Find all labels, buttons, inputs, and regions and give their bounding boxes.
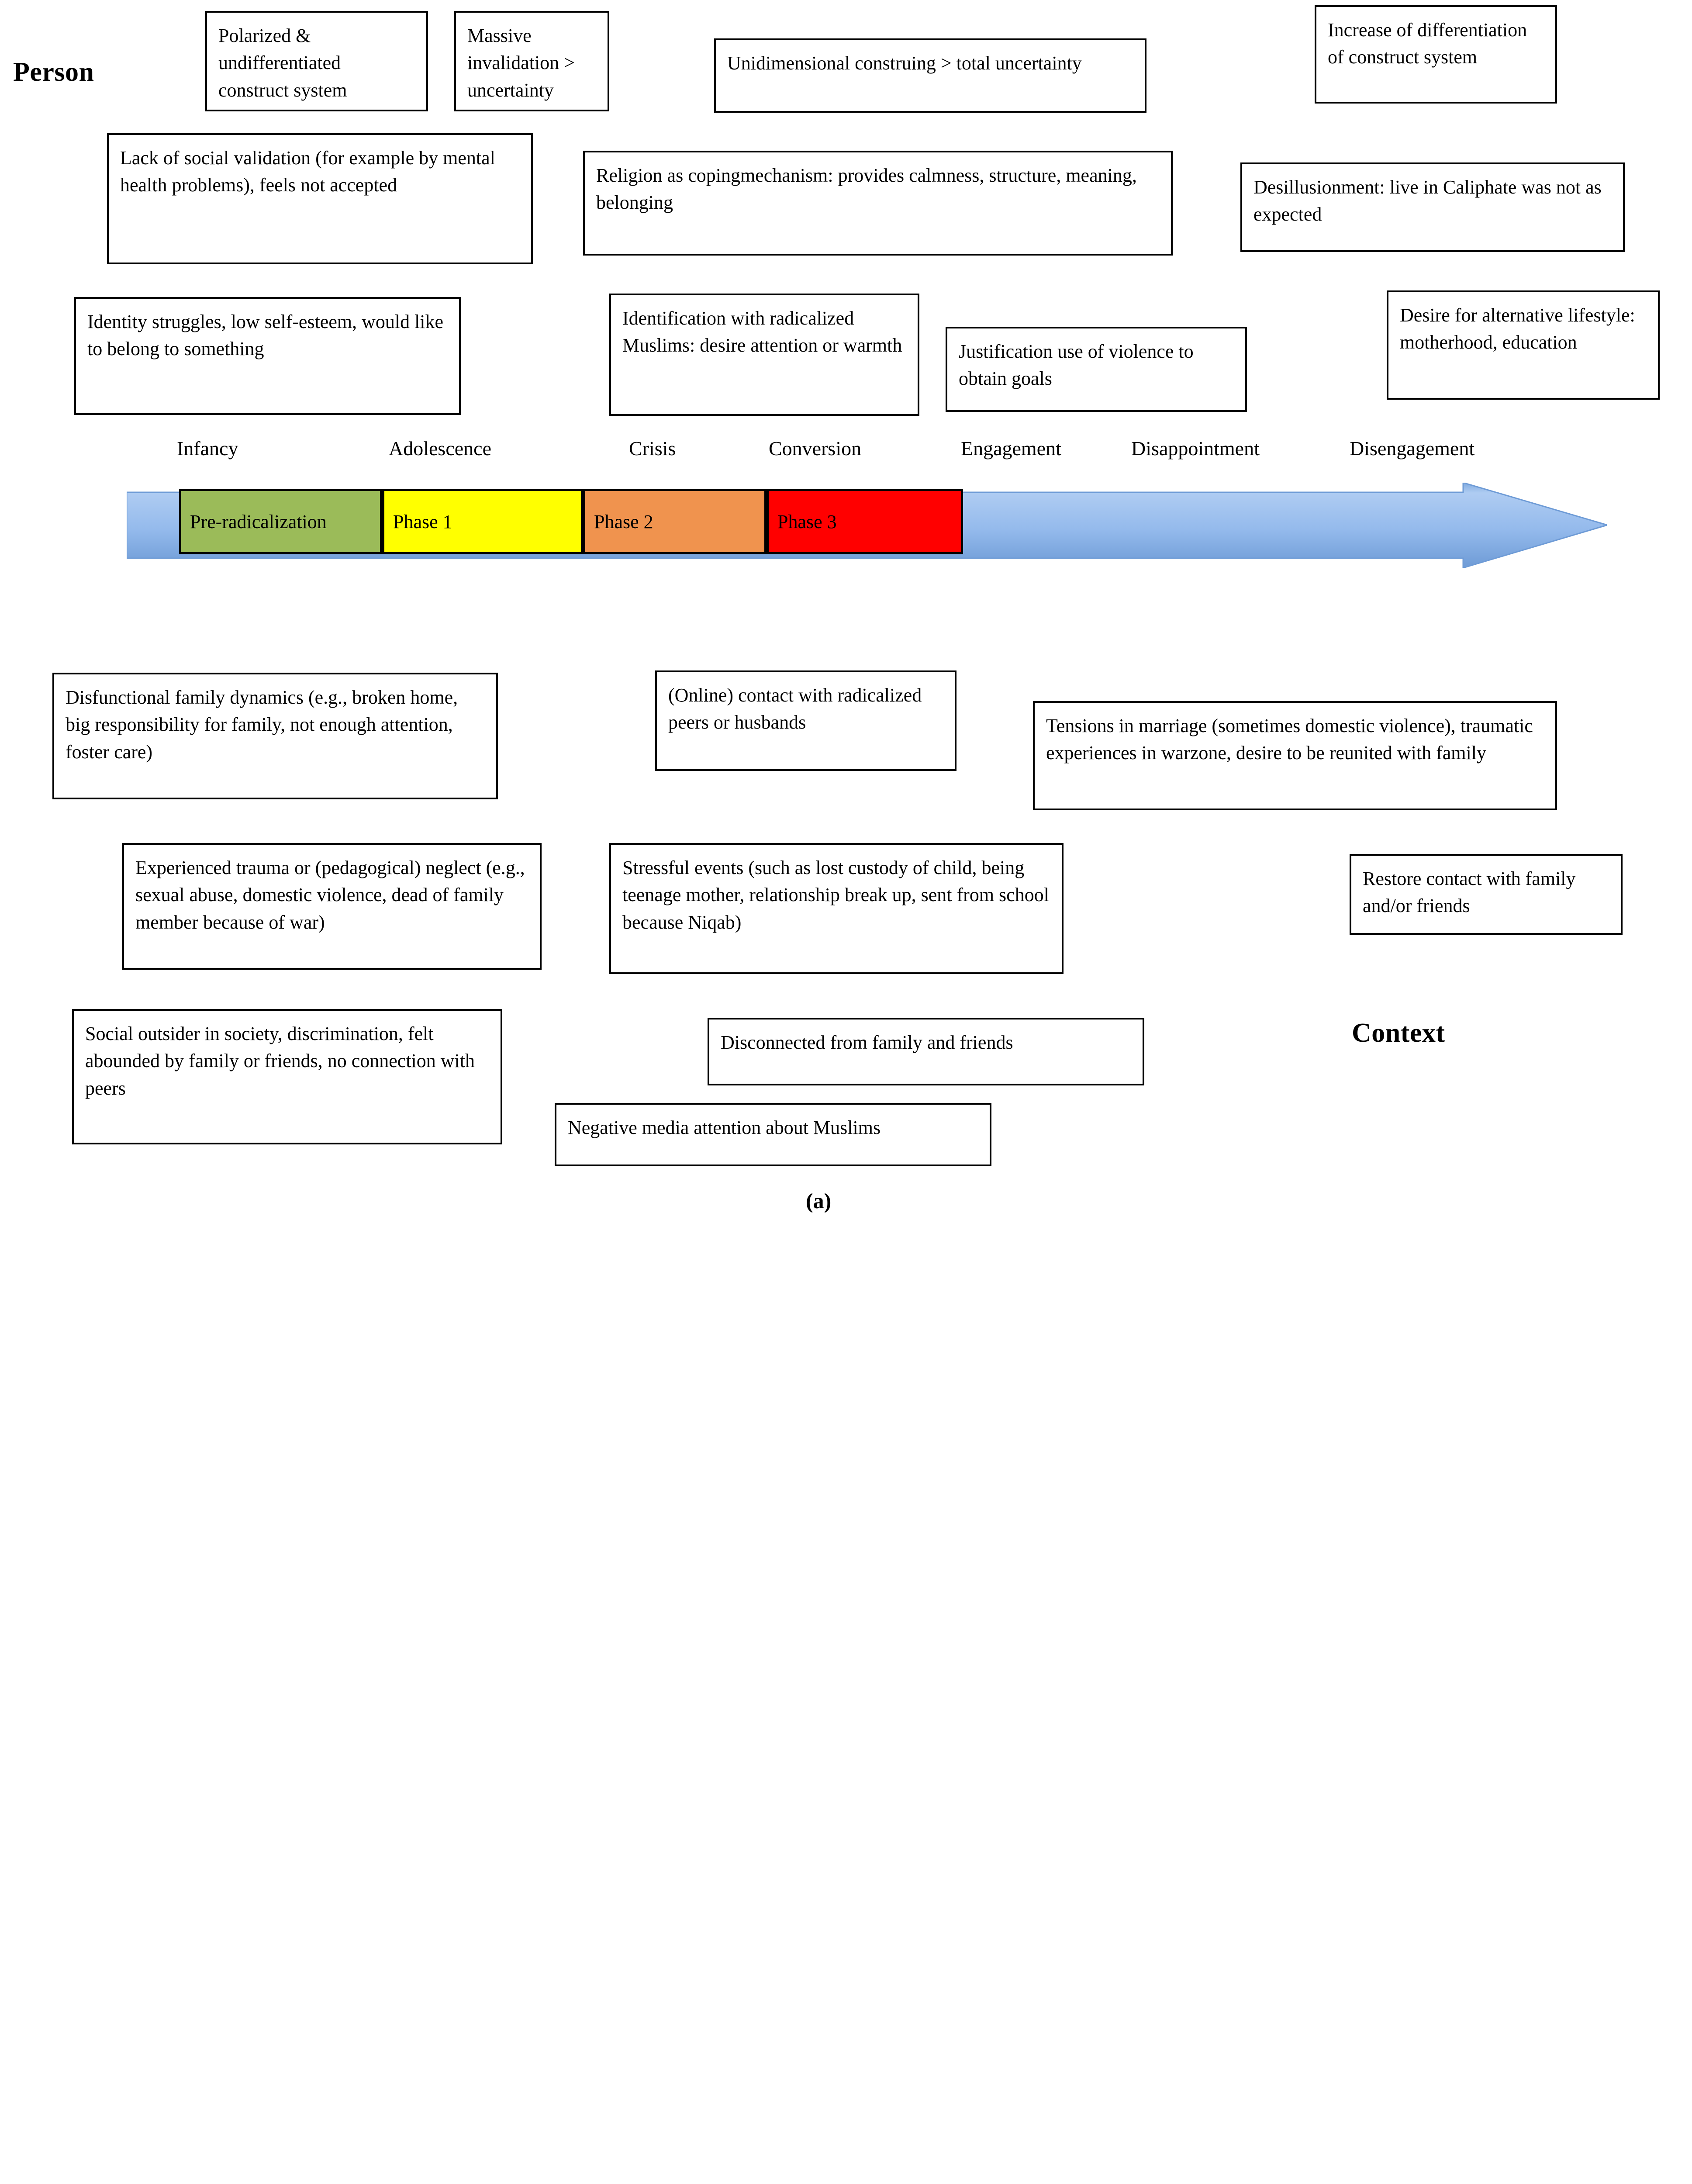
timeline-tick-disappointment: Disappointment xyxy=(1131,437,1260,460)
timeline-segment-pre-radicalization: Pre-radicalization xyxy=(179,489,382,554)
panel-a: Person Polarized & undifferentiated cons… xyxy=(13,5,1660,1213)
timeline-segment-phase-3: Phase 3 xyxy=(767,489,963,554)
timeline-tick-engagement: Engagement xyxy=(961,437,1061,460)
person-box-justification-violence: Justification use of violence to obtain … xyxy=(946,327,1247,412)
panel-a-person-label: Person xyxy=(13,57,94,87)
context-box-disfunctional-family-dynamics: Disfunctional family dynamics (e.g., bro… xyxy=(52,673,498,799)
context-box-disconnected-from-family: Disconnected from family and friends xyxy=(708,1018,1144,1085)
person-box-religion-coping: Religion as copingmechanism: provides ca… xyxy=(583,151,1173,256)
timeline-tick-infancy: Infancy xyxy=(177,437,238,460)
timeline-tick-crisis: Crisis xyxy=(629,437,676,460)
person-box-desillusionment: Desillusionment: live in Caliphate was n… xyxy=(1240,162,1625,252)
context-box-social-outsider: Social outsider in society, discriminati… xyxy=(72,1009,502,1144)
panel-b: Person Polarized & undifferentiated cons… xyxy=(0,1223,1692,2184)
person-box-unidimensional-construing: Unidimensional construing > total uncert… xyxy=(714,38,1146,113)
person-box-lack-social-validation: Lack of social validation (for example b… xyxy=(107,133,533,264)
timeline-segment-phase-2: Phase 2 xyxy=(583,489,767,554)
context-box-negative-media-attention: Negative media attention about Muslims xyxy=(555,1103,991,1166)
timeline-tick-conversion: Conversion xyxy=(769,437,862,460)
timeline-tick-adolescence: Adolescence xyxy=(389,437,491,460)
context-box-tensions-in-marriage: Tensions in marriage (sometimes domestic… xyxy=(1033,701,1557,810)
timeline-segment-phase-1: Phase 1 xyxy=(382,489,583,554)
context-box-online-contact-peers-husbands: (Online) contact with radicalized peers … xyxy=(655,670,956,771)
timeline-arrow: Pre-radicalization Phase 1 Phase 2 Phase… xyxy=(127,483,1607,568)
person-box-identification-radicalized-muslims: Identification with radicalized Muslims:… xyxy=(609,294,919,416)
context-box-experienced-trauma-neglect: Experienced trauma or (pedagogical) negl… xyxy=(122,843,542,970)
timeline-tick-disengagement: Disengagement xyxy=(1350,437,1475,460)
person-box-desire-alternative-lifestyle: Desire for alternative lifestyle: mother… xyxy=(1387,290,1660,400)
panel-a-context-label: Context xyxy=(1352,1018,1445,1048)
person-box-increase-differentiation: Increase of differentiation of construct… xyxy=(1315,5,1557,104)
person-box-identity-struggles: Identity struggles, low self-esteem, wou… xyxy=(74,297,461,415)
panel-a-figure-label: (a) xyxy=(806,1189,832,1213)
context-box-stressful-events: Stressful events (such as lost custody o… xyxy=(609,843,1064,974)
person-box-massive-invalidation: Massive invalidation > uncertainty xyxy=(454,11,609,111)
context-box-restore-contact: Restore contact with family and/or frien… xyxy=(1350,854,1623,935)
person-box-polarized-construct-system: Polarized & undifferentiated construct s… xyxy=(205,11,428,111)
